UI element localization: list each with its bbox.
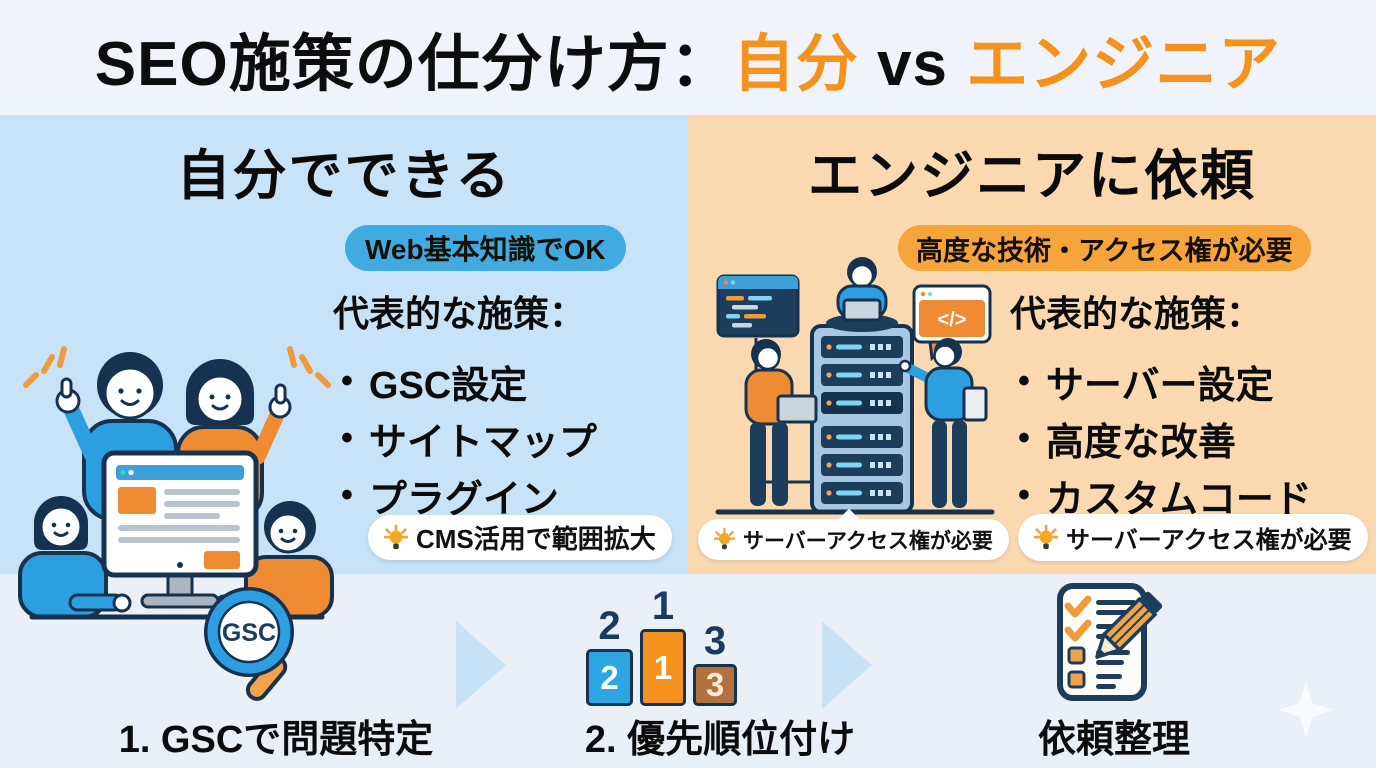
cms-note-text: CMS活用で範囲拡大 xyxy=(416,524,656,554)
bullet-glyph: • xyxy=(341,419,353,457)
engineer-panel: エンジニアに依頼 高度な技術・アクセス権が必要 xyxy=(688,115,1376,574)
list-item: •GSC設定 xyxy=(341,362,528,407)
title-engineer-part: エンジニア xyxy=(966,29,1282,99)
list-item: •高度な改善 xyxy=(1018,419,1236,464)
gsc-label: GSC xyxy=(222,619,276,647)
lightbulb-icon xyxy=(384,524,408,552)
lightbulb-icon xyxy=(714,527,735,552)
list-item: •サイトマップ xyxy=(341,419,597,464)
podium-column-3: 3 3 xyxy=(693,621,737,706)
title-black-part: SEO施策の仕分け方： xyxy=(94,29,733,99)
server-illustration: </> xyxy=(715,257,995,515)
person-front-left xyxy=(18,496,132,619)
podium-column-1: 1 1 xyxy=(640,586,686,706)
spark-lines-left xyxy=(23,346,67,388)
page-title: SEO施策の仕分け方：自分 vs エンジニア xyxy=(95,13,1281,103)
list-item: •サーバー設定 xyxy=(1018,362,1274,407)
flow-arrow-icon xyxy=(822,621,872,709)
rank-number: 3 xyxy=(703,619,727,663)
sparkle-decoration xyxy=(1278,682,1334,738)
podium-block-2: 2 xyxy=(586,649,633,706)
request-checklist-icon xyxy=(1057,583,1163,701)
code-tag-glyph: </> xyxy=(938,309,967,331)
engineer-measures-list: 代表的な施策： •サーバー設定 •高度な改善 •カスタムコード xyxy=(1010,285,1360,524)
person-on-server xyxy=(826,257,898,332)
title-vs-part: vs xyxy=(858,29,967,99)
diy-list-title: 代表的な施策： xyxy=(333,293,586,334)
bullet-glyph: • xyxy=(1018,419,1030,457)
priority-podium-icon: 2 2 1 1 3 3 xyxy=(586,586,737,706)
code-window xyxy=(716,274,800,338)
rank-number: 1 xyxy=(651,584,675,628)
header-band: SEO施策の仕分け方：自分 vs エンジニア xyxy=(0,0,1376,115)
server-access-note-text: サーバーアクセス権が必要 xyxy=(743,529,993,553)
bullet-glyph: • xyxy=(1018,362,1030,400)
step-1-label: 1. GSCで問題特定 xyxy=(118,719,434,761)
server-access-note-pill-left: サーバーアクセス権が必要 xyxy=(698,508,1009,560)
step-3-label: 依頼整理 xyxy=(1037,719,1190,761)
engineer-list-title: 代表的な施策： xyxy=(1010,293,1263,334)
diy-panel: 自分でできる Web基本知識でOK xyxy=(0,115,688,620)
diy-measures-list: 代表的な施策： •GSC設定 •サイトマップ •プラグイン xyxy=(333,285,683,524)
flow-arrow-icon xyxy=(456,621,506,709)
title-self-part: 自分 xyxy=(732,29,859,99)
podium-column-2: 2 2 xyxy=(586,606,633,706)
engineer-right xyxy=(898,338,988,508)
bullet-glyph: • xyxy=(341,476,353,514)
bullet-glyph: • xyxy=(1018,476,1030,514)
gsc-magnifier-icon: GSC xyxy=(204,587,294,701)
list-item: •プラグイン xyxy=(341,476,559,521)
spark-lines-right xyxy=(287,346,331,388)
bullet-glyph: • xyxy=(341,362,353,400)
rank-number: 2 xyxy=(598,604,621,648)
diy-badge: Web基本知識でOK xyxy=(345,225,626,271)
monitor-illustration xyxy=(101,450,259,609)
step-2-label: 2. 優先順位付け xyxy=(584,719,856,761)
engineer-left xyxy=(744,339,818,506)
cms-note-pill: CMS活用で範囲拡大 xyxy=(368,515,672,560)
code-bubble: </> xyxy=(912,284,992,362)
engineer-panel-heading: エンジニアに依頼 xyxy=(808,146,1256,206)
server-access-note-pill-right: サーバーアクセス権が必要 xyxy=(1018,514,1368,561)
server-rack xyxy=(810,324,914,514)
diy-panel-heading: 自分でできる xyxy=(176,146,512,206)
podium-block-1: 1 xyxy=(640,629,686,706)
pencil-icon xyxy=(1095,591,1163,659)
podium-block-3: 3 xyxy=(693,664,737,706)
engineer-badge: 高度な技術・アクセス権が必要 xyxy=(898,225,1311,271)
server-access-note-text: サーバーアクセス権が必要 xyxy=(1066,527,1352,554)
lightbulb-icon xyxy=(1034,524,1058,552)
